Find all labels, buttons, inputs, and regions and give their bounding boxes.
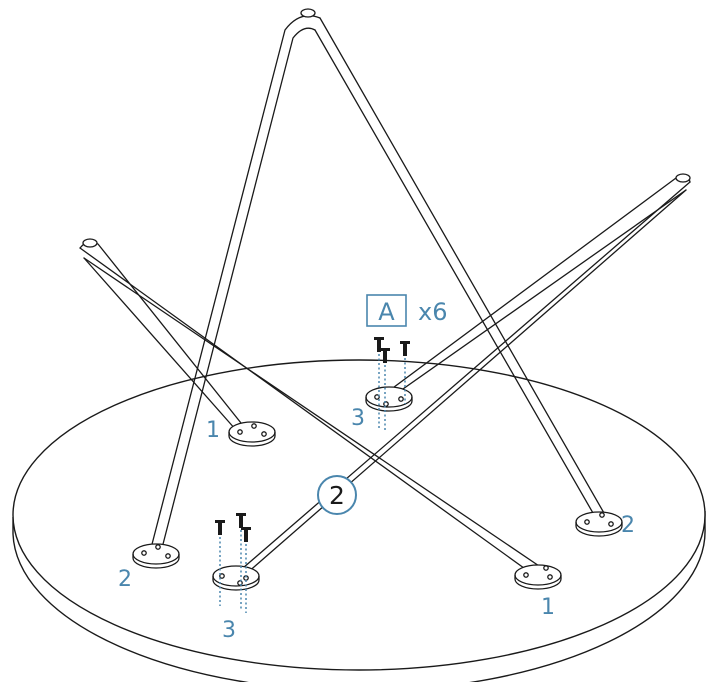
label-screw-3-upper: 3 <box>351 406 365 431</box>
right-frame-upper-inner <box>392 189 687 397</box>
left-frame-upper-inner <box>83 257 237 431</box>
foot-plate-left-2 <box>132 543 180 569</box>
left-frame-lower <box>79 247 536 577</box>
screw <box>380 348 390 363</box>
step-badge: 2 <box>317 475 357 515</box>
label-leg-1-right: 1 <box>541 595 555 620</box>
part-letter: A <box>378 298 395 326</box>
part-callout: A x6 <box>366 294 447 327</box>
part-quantity: x6 <box>418 298 447 326</box>
left-frame-lower-inner <box>83 257 546 571</box>
table-top-surface <box>12 359 706 671</box>
foot-plate-right-1 <box>514 564 562 590</box>
a-frame-leg-left <box>149 15 321 553</box>
foot-plates <box>132 386 623 591</box>
foot-plate-bottom-3 <box>212 565 260 591</box>
foot-plate-left-1 <box>228 421 276 447</box>
callout-numbers: 1 2 3 3 2 1 <box>118 406 635 643</box>
step-number: 2 <box>329 481 345 510</box>
a-frame-leg-right <box>319 17 609 521</box>
right-frame-lower <box>235 181 691 575</box>
part-letter-box <box>366 294 407 327</box>
foot-plate-center-3 <box>365 386 413 412</box>
table-top <box>12 359 706 682</box>
screw <box>374 337 384 352</box>
apex-cap-left <box>82 238 98 248</box>
screw <box>400 341 410 356</box>
screw-group-lower <box>215 513 251 613</box>
foot-plate-right-2 <box>575 511 623 537</box>
apex-cap-top <box>300 8 316 18</box>
label-leg-2-left: 2 <box>118 567 132 592</box>
label-screw-3-lower: 3 <box>222 618 236 643</box>
apex-cap-right <box>675 173 691 183</box>
screw-group-upper <box>374 337 410 432</box>
label-leg-1-left: 1 <box>206 418 220 443</box>
label-leg-2-right: 2 <box>621 513 635 538</box>
screw <box>236 513 246 528</box>
right-frame-lower-inner <box>245 189 687 575</box>
leg-frame <box>79 8 691 577</box>
a-frame-leg-left-inner <box>160 27 316 553</box>
screw <box>241 527 251 542</box>
screw-guide-lines <box>378 354 406 432</box>
a-frame-leg-right-inner <box>314 29 598 521</box>
screw <box>215 520 225 535</box>
